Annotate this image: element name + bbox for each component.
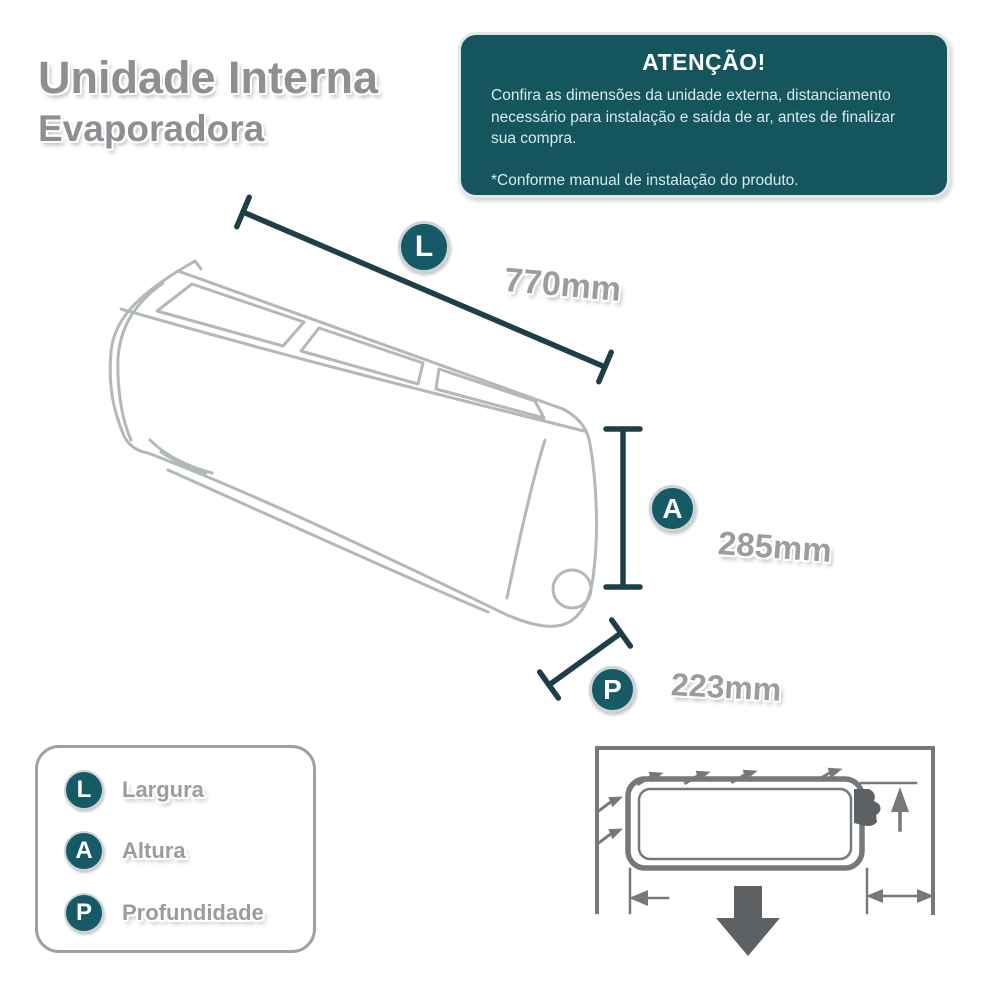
attention-note: *Conforme manual de instalação do produt…: [491, 172, 799, 190]
indoor-unit-illustration: [108, 259, 598, 628]
right-clearance-double-arrow-icon: [865, 867, 934, 915]
pipe-outlet-circle: [551, 568, 593, 610]
airflow-down-arrow-icon: [716, 886, 780, 956]
outlet-left-curl: [148, 438, 214, 475]
depth-value: 223mm: [670, 666, 783, 708]
legend-box: L Largura A Altura P Profundidade: [35, 745, 316, 953]
air-intake-arrows-top: [636, 767, 843, 787]
length-badge-letter: L: [414, 230, 434, 263]
height-value: 285mm: [716, 524, 833, 569]
legend-row-altura: A Altura: [64, 831, 186, 871]
pipe-connector: [854, 789, 881, 826]
legend-label-altura: Altura: [122, 838, 186, 863]
air-intake-arrows-left: [597, 796, 624, 845]
top-grille-1: [155, 282, 306, 348]
wall-and-ceiling-lines: [595, 746, 935, 915]
legend-label-largura: Largura: [122, 777, 204, 802]
depth-dimension-line: [536, 617, 634, 701]
left-clearance-arrow-icon: [628, 867, 670, 915]
title-line-1: Unidade Interna: [38, 52, 379, 103]
top-grille-3: [434, 367, 546, 420]
height-badge-letter: A: [662, 492, 683, 524]
depth-badge-letter: P: [603, 673, 622, 705]
length-dimension-line: [234, 194, 614, 385]
attention-box: ATENÇÃO! Confira as dimensões da unidade…: [458, 32, 950, 198]
top-grille-2: [299, 326, 425, 386]
top-front-edge: [119, 307, 586, 433]
depth-badge: P: [589, 666, 636, 713]
legend-row-largura: L Largura: [64, 770, 204, 810]
page-title: Unidade Interna Evaporadora: [38, 52, 378, 150]
height-badge: A: [649, 485, 696, 532]
attention-heading: ATENÇÃO!: [642, 49, 766, 75]
air-outlet-slat: [166, 468, 490, 614]
length-badge: L: [398, 221, 450, 273]
installation-clearance-diagram: [595, 746, 935, 956]
attention-body: Confira as dimensões da unidade externa,…: [491, 87, 896, 148]
hanger-notch: [176, 259, 203, 273]
unit-front-view-inner: [637, 787, 853, 861]
legend-letter-l-icon: L: [64, 770, 104, 810]
legend-label-profundidade: Profundidade: [122, 900, 264, 925]
clearance-up-arrow-icon: [891, 787, 909, 832]
height-dimension-line: [603, 426, 643, 590]
left-cap-inner: [116, 281, 165, 442]
legend-letter-a-icon: A: [64, 831, 104, 871]
legend-row-profundidade: P Profundidade: [64, 893, 264, 933]
front-right-edge: [505, 438, 547, 600]
legend-letter-p-icon: P: [64, 893, 104, 933]
unit-front-view-outer: [625, 776, 865, 871]
title-line-2: Evaporadora: [38, 108, 265, 149]
